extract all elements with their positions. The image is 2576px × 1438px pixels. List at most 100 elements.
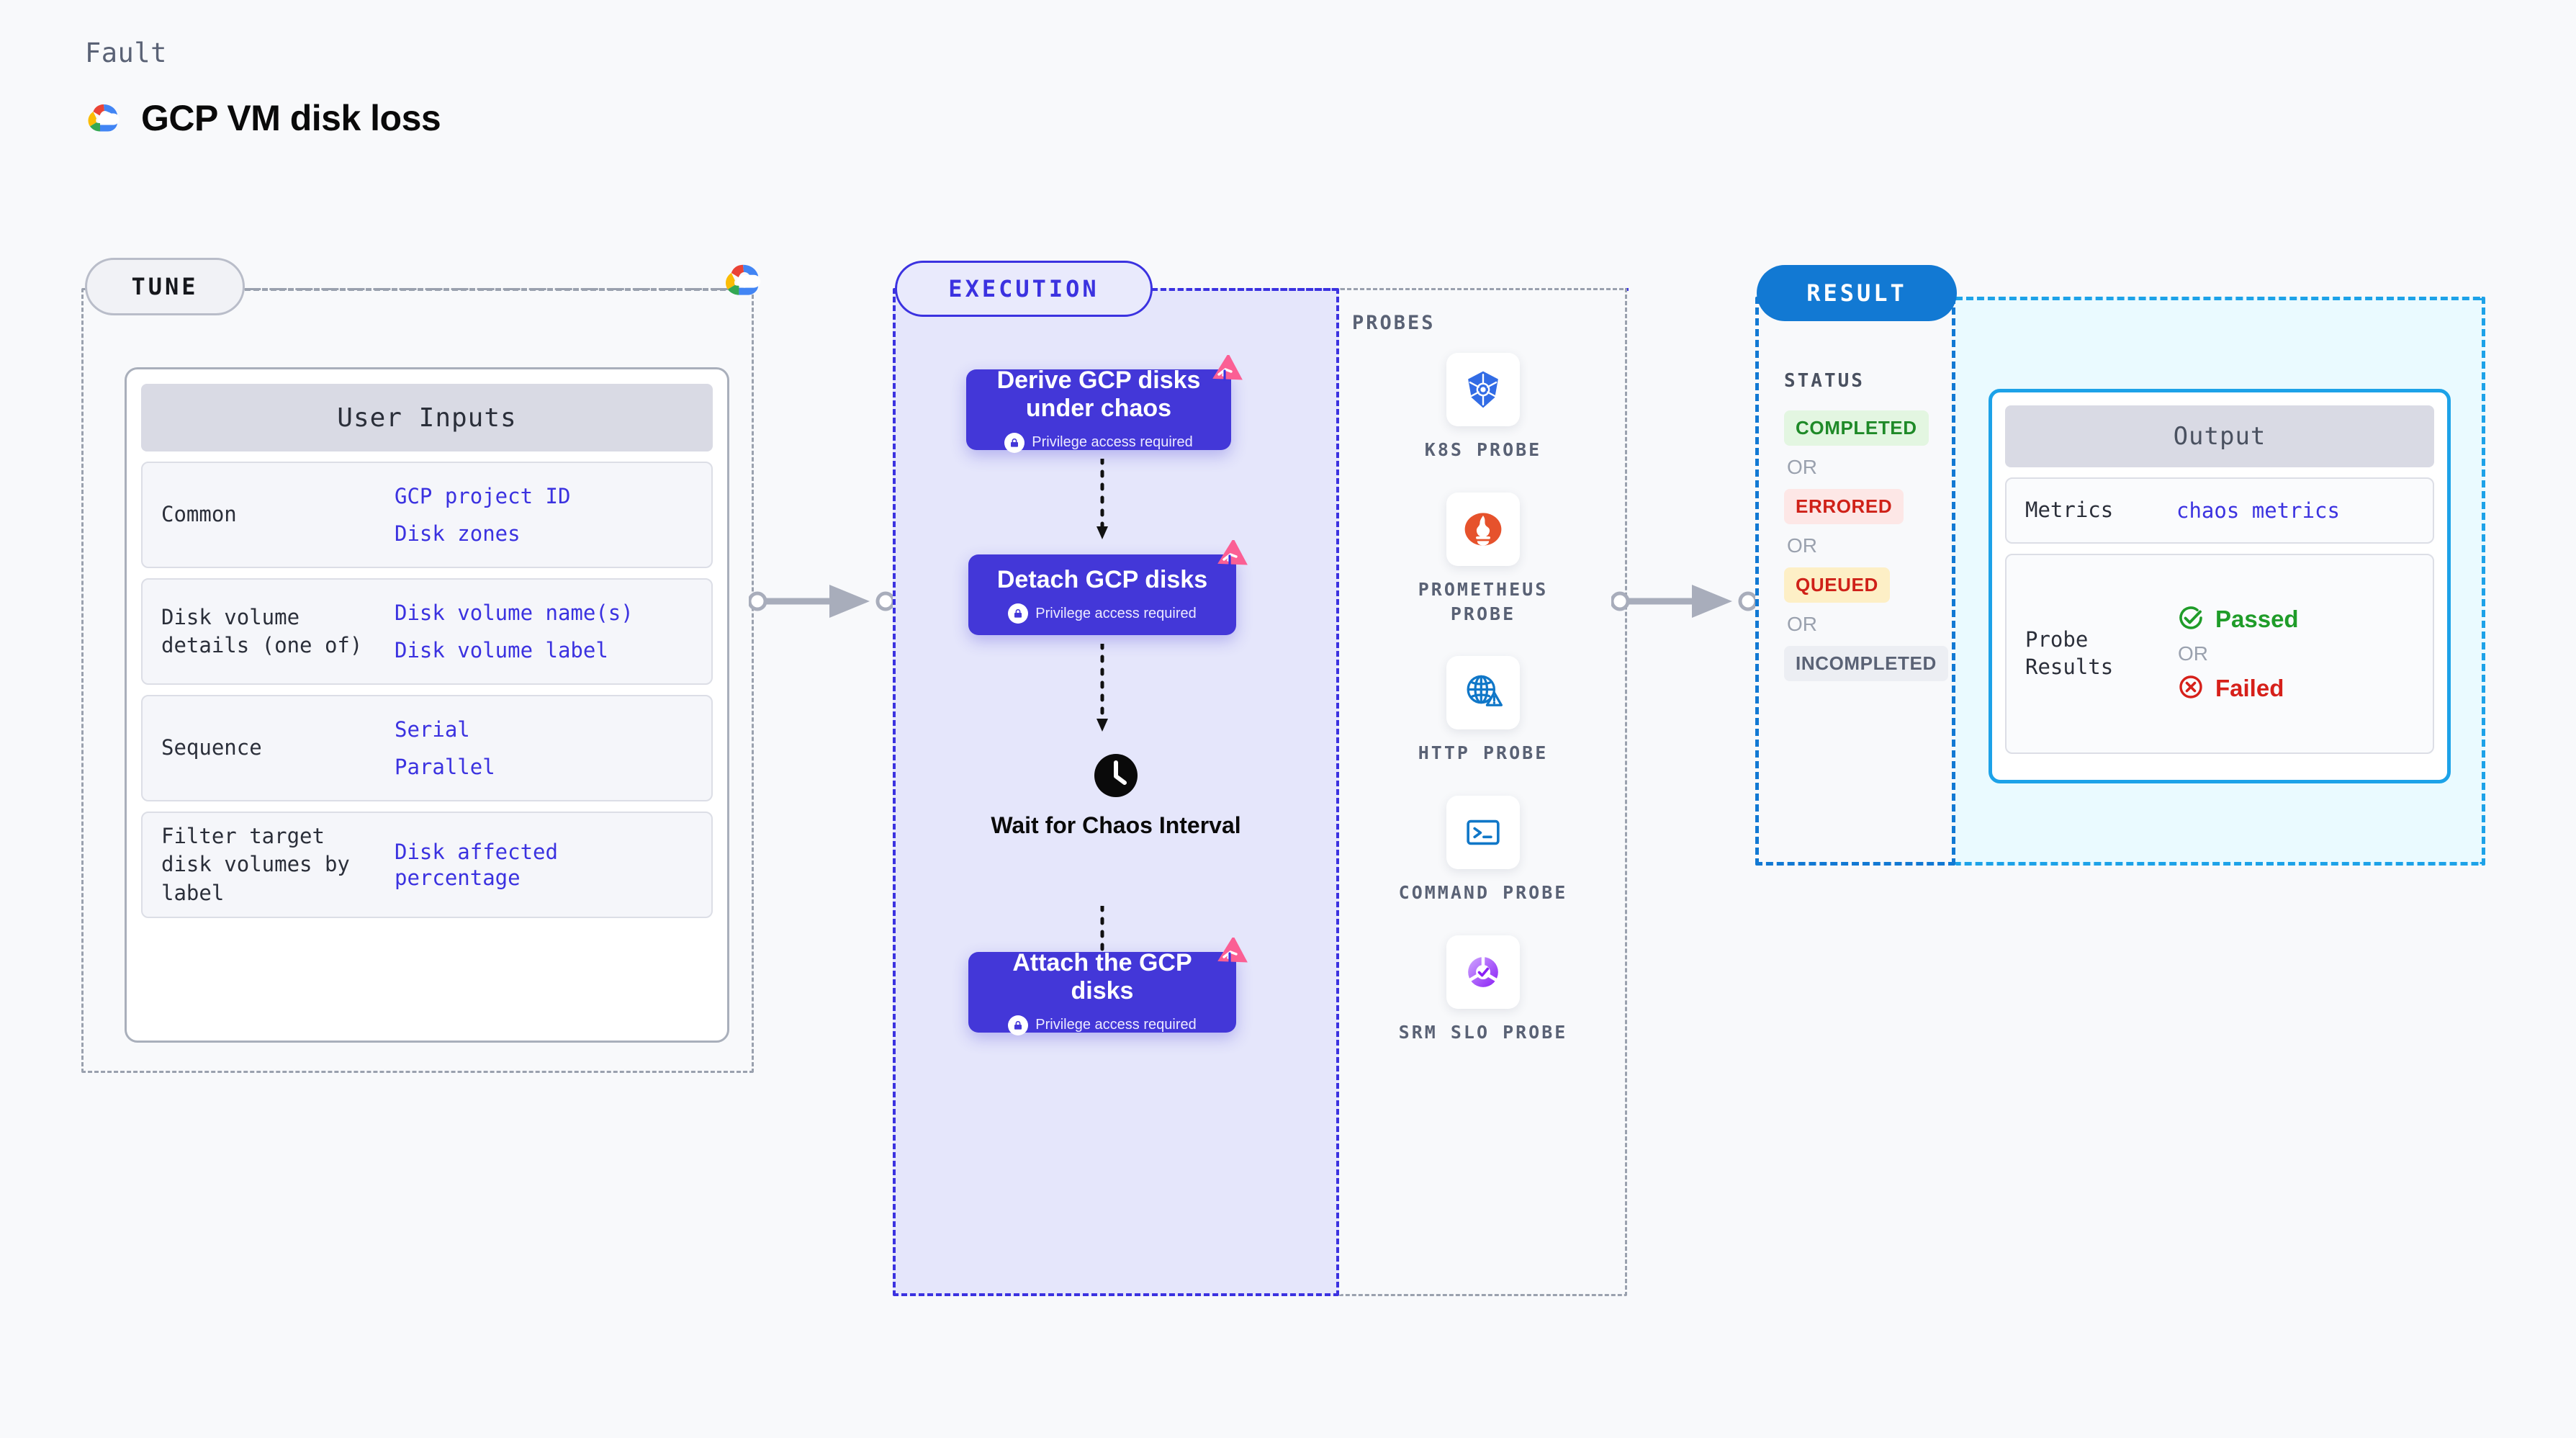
row-value: Disk volume name(s) — [395, 600, 634, 625]
row-value: Disk zones — [395, 521, 521, 546]
probe-result-failed: Failed — [2176, 673, 2299, 704]
lock-icon — [1004, 432, 1025, 453]
or-separator: OR — [1787, 534, 1817, 557]
output-metrics-row[interactable]: Metrics chaos metrics — [2005, 477, 2434, 544]
probes-list: K8S PROBE PROMETHEUS PROBE — [1339, 353, 1627, 1045]
gcp-cloud-icon — [85, 102, 122, 134]
row-value: Disk volume label — [395, 638, 608, 662]
row-value: Disk affected percentage — [395, 839, 558, 890]
connector-execution-to-result — [1611, 585, 1758, 618]
row-label: Disk volume details (one of) — [161, 604, 363, 657]
execution-step-card[interactable]: Detach GCP disks Privilege access requir… — [968, 538, 1248, 635]
user-inputs-title: User Inputs — [141, 384, 713, 451]
or-separator: OR — [1787, 613, 1817, 635]
probe-item[interactable]: COMMAND PROBE — [1390, 796, 1577, 905]
tune-pill[interactable]: TUNE — [85, 258, 245, 315]
row-value: Serial — [395, 716, 470, 742]
probe-name: HTTP PROBE — [1418, 742, 1549, 764]
probe-item[interactable]: PROMETHEUS PROBE — [1390, 492, 1577, 626]
failed-label: Failed — [2215, 675, 2284, 701]
step-title: Attach the GCP disks — [1012, 949, 1192, 1005]
connector-tune-to-execution — [749, 585, 896, 618]
privilege-row: Privilege access required — [1008, 603, 1197, 624]
status-badge: ERRORED — [1784, 489, 1904, 524]
row-values: Serial Parallel — [395, 716, 495, 781]
flow-arrow — [1096, 459, 1108, 539]
chaos-flag-icon — [1212, 935, 1248, 975]
check-circle-icon — [2176, 603, 2205, 635]
row-values: Disk affected percentage — [395, 839, 693, 891]
globe-warning-icon — [1446, 656, 1520, 730]
tune-pill-label: TUNE — [131, 273, 199, 300]
lock-icon — [1008, 1015, 1029, 1035]
step-title: Detach GCP disks — [996, 565, 1208, 593]
lock-icon — [1008, 603, 1029, 624]
execution-step-card[interactable]: Derive GCP disks under chaos Privilege a… — [966, 353, 1243, 453]
status-section-label: STATUS — [1784, 370, 1865, 392]
probe-name: PROMETHEUS PROBE — [1418, 578, 1549, 624]
row-values: GCP project ID Disk zones — [395, 483, 570, 547]
execution-step-card[interactable]: Attach the GCP disks Privilege access re… — [968, 935, 1248, 1035]
user-input-row[interactable]: Filter target disk volumes by label Disk… — [141, 812, 713, 918]
probe-results-values: Passed OR Failed — [2176, 603, 2299, 704]
title-row: GCP VM disk loss — [85, 97, 441, 139]
privilege-row: Privilege access required — [1008, 1015, 1197, 1035]
metrics-value: chaos metrics — [2176, 498, 2340, 523]
or-separator: OR — [2178, 642, 2208, 665]
page-title: GCP VM disk loss — [141, 98, 441, 138]
chaos-flag-icon — [1207, 353, 1243, 392]
prometheus-icon — [1446, 492, 1520, 566]
row-label: Common — [161, 502, 237, 527]
execution-pill[interactable]: EXECUTION — [895, 261, 1153, 317]
metrics-label: Metrics — [2025, 498, 2114, 523]
row-label: Filter target disk volumes by label — [161, 824, 350, 905]
user-input-row[interactable]: Common GCP project ID Disk zones — [141, 462, 713, 568]
user-input-row[interactable]: Sequence Serial Parallel — [141, 695, 713, 801]
result-pill[interactable]: RESULT — [1757, 265, 1957, 321]
tune-top-dashed-line — [245, 288, 734, 291]
probe-item[interactable]: K8S PROBE — [1390, 353, 1577, 462]
or-separator: OR — [1787, 456, 1817, 478]
status-list: COMPLETED OR ERRORED OR QUEUED OR INCOMP… — [1784, 410, 1948, 681]
result-pill-label: RESULT — [1806, 279, 1907, 307]
privilege-row: Privilege access required — [1004, 432, 1193, 453]
output-card: Output Metrics chaos metrics Probe Resul… — [1989, 389, 2451, 783]
page-header: Fault GCP VM disk loss — [85, 37, 441, 139]
probes-section-label: PROBES — [1352, 312, 1436, 334]
user-input-row[interactable]: Disk volume details (one of) Disk volume… — [141, 578, 713, 685]
wait-node-label: Wait for Chaos Interval — [991, 812, 1241, 838]
probe-result-passed: Passed — [2176, 603, 2299, 635]
probe-item[interactable]: SRM SLO PROBE — [1390, 935, 1577, 1045]
wait-for-chaos-interval-node: Wait for Chaos Interval — [893, 752, 1339, 839]
privilege-text: Privilege access required — [1035, 1017, 1197, 1033]
probe-name: SRM SLO PROBE — [1398, 1021, 1568, 1043]
row-label: Sequence — [161, 735, 262, 760]
status-badge: COMPLETED — [1784, 410, 1929, 446]
probes-panel — [1339, 288, 1627, 1296]
probe-results-label: Probe Results — [2025, 627, 2114, 679]
row-value: Parallel — [395, 755, 495, 779]
passed-label: Passed — [2215, 606, 2299, 632]
probe-name: COMMAND PROBE — [1398, 882, 1568, 903]
srm-slo-icon — [1446, 935, 1520, 1009]
user-inputs-card: User Inputs Common GCP project ID Disk z… — [125, 367, 729, 1043]
probe-name: K8S PROBE — [1424, 439, 1542, 460]
eyebrow-label: Fault — [85, 37, 167, 68]
execution-pill-label: EXECUTION — [948, 275, 1099, 302]
output-probe-results-row[interactable]: Probe Results Passed OR — [2005, 554, 2434, 754]
clock-icon — [1093, 752, 1139, 801]
privilege-text: Privilege access required — [1035, 605, 1197, 621]
probe-item[interactable]: HTTP PROBE — [1390, 656, 1577, 765]
row-values: Disk volume name(s) Disk volume label — [395, 600, 634, 664]
flow-arrow — [1096, 644, 1108, 732]
output-title: Output — [2005, 405, 2434, 467]
terminal-icon — [1446, 796, 1520, 869]
kubernetes-icon — [1446, 353, 1520, 426]
privilege-text: Privilege access required — [1032, 434, 1193, 451]
status-badge: INCOMPLETED — [1784, 646, 1948, 681]
chaos-flag-icon — [1212, 538, 1248, 578]
x-circle-icon — [2176, 673, 2205, 704]
tune-provider-gcp-cloud-icon — [722, 262, 764, 301]
status-badge: QUEUED — [1784, 567, 1890, 603]
row-value: GCP project ID — [395, 483, 571, 508]
